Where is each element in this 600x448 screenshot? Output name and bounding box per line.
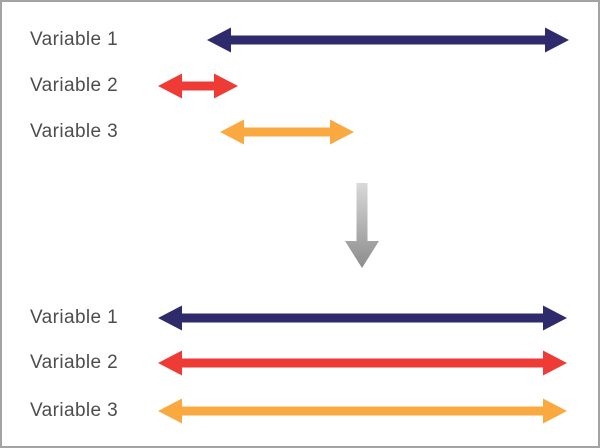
label-variable-1-before: Variable 1 — [30, 29, 119, 50]
double-arrow-variable-2-before — [158, 73, 238, 99]
label-variable-3-after: Variable 3 — [30, 400, 119, 421]
label-variable-1-after: Variable 1 — [30, 307, 119, 328]
double-arrow-variable-1-after — [158, 305, 567, 331]
double-arrow-variable-2-after — [158, 350, 567, 376]
label-variable-2-after: Variable 2 — [30, 352, 119, 373]
double-arrow-variable-3-after — [158, 398, 567, 424]
double-arrow-variable-1-before — [207, 27, 569, 53]
double-arrow-variable-3-before — [220, 119, 354, 145]
label-variable-3-before: Variable 3 — [30, 121, 119, 142]
label-variable-2-before: Variable 2 — [30, 75, 119, 96]
down-arrow-icon — [345, 183, 379, 268]
